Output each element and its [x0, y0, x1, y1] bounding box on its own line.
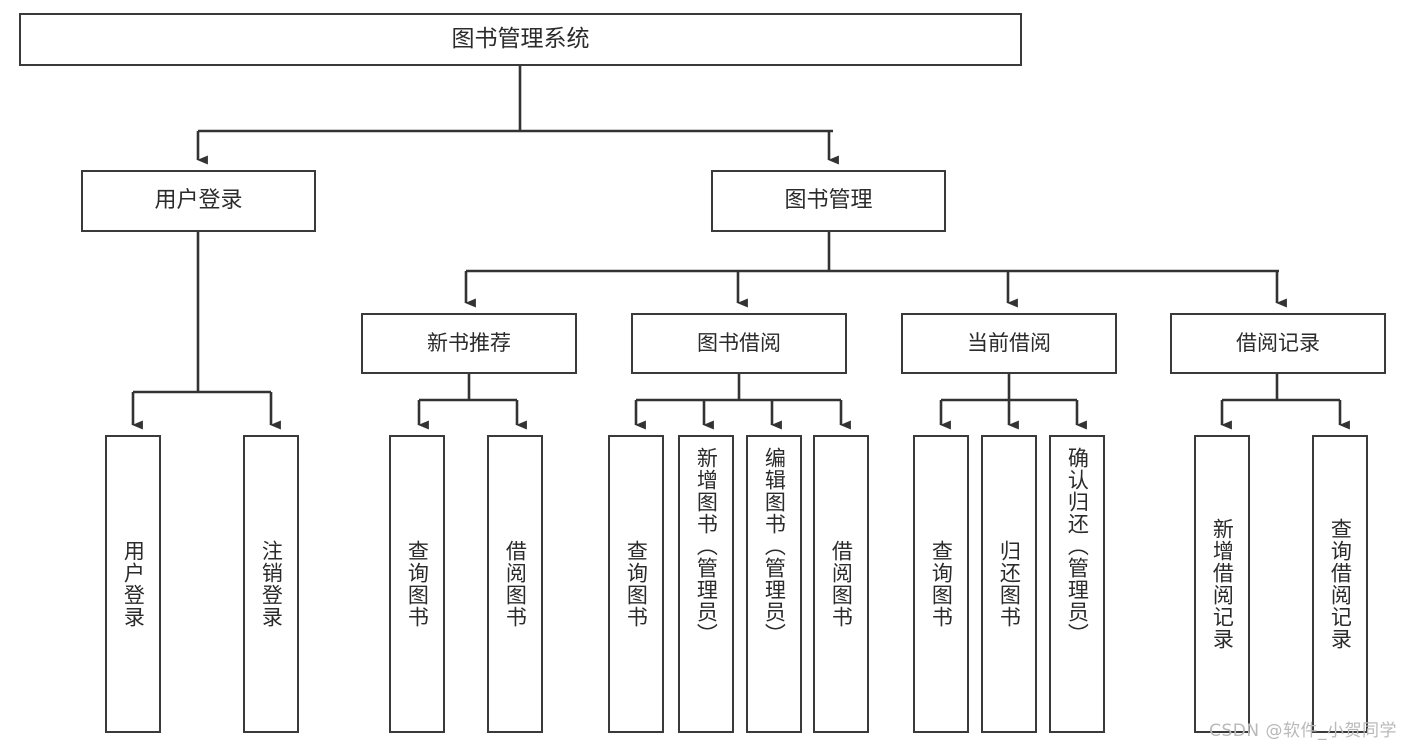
node-user-login[interactable]: 用户登录	[81, 170, 316, 232]
leaf-logout-login[interactable]: 注销登录	[243, 435, 299, 733]
leaf-confirm-return-admin[interactable]: 确认归还（管理员）	[1049, 435, 1105, 733]
leaf-borrow-book[interactable]: 借阅图书	[813, 435, 869, 733]
leaf-return-book[interactable]: 归还图书	[981, 435, 1037, 733]
leaf-add-book-admin[interactable]: 新增图书（管理员）	[678, 435, 734, 733]
leaf-query-book-borrow[interactable]: 查询图书	[608, 435, 664, 733]
node-root-book-management-system[interactable]: 图书管理系统	[19, 13, 1022, 66]
leaf-add-borrow-record[interactable]: 新增借阅记录	[1194, 435, 1250, 733]
node-current-borrow[interactable]: 当前借阅	[901, 313, 1117, 374]
leaf-query-book-current[interactable]: 查询图书	[913, 435, 969, 733]
node-new-book-recommend[interactable]: 新书推荐	[361, 313, 577, 374]
leaf-query-book-recommend[interactable]: 查询图书	[389, 435, 445, 733]
node-borrow-record[interactable]: 借阅记录	[1170, 313, 1386, 374]
leaf-borrow-book-recommend[interactable]: 借阅图书	[487, 435, 543, 733]
leaf-query-borrow-record[interactable]: 查询借阅记录	[1312, 435, 1368, 733]
leaf-edit-book-admin[interactable]: 编辑图书（管理员）	[746, 435, 802, 733]
watermark-csdn: CSDN @软件_小贺同学	[1209, 721, 1397, 741]
node-book-borrow[interactable]: 图书借阅	[631, 313, 847, 374]
node-book-management[interactable]: 图书管理	[711, 170, 946, 232]
leaf-user-login[interactable]: 用户登录	[105, 435, 161, 733]
